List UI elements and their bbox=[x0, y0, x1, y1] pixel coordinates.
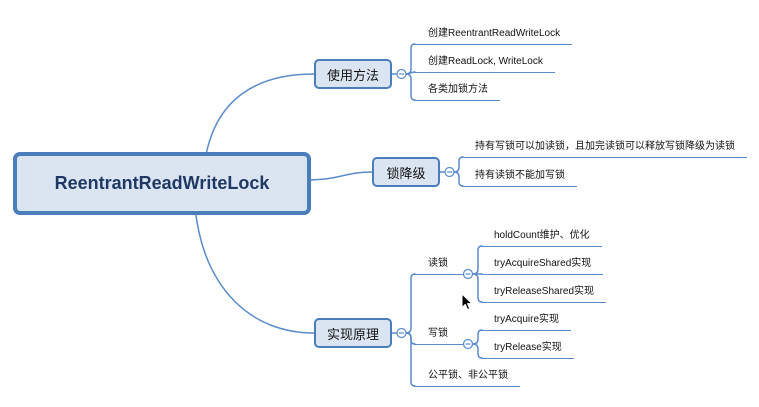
subtopic-write-lock[interactable]: 写锁 bbox=[414, 325, 463, 345]
subtopic-read-lock[interactable]: 读锁 bbox=[414, 255, 463, 275]
write-lock-collapse-icon[interactable] bbox=[462, 338, 474, 350]
usage-collapse-icon[interactable] bbox=[396, 68, 407, 80]
connector-read-lock-child bbox=[472, 273, 483, 303]
topic-implementation[interactable]: 实现原理 bbox=[314, 318, 392, 348]
connector-write-lock-child bbox=[472, 329, 483, 345]
subtopic-write-to-read-downgrade[interactable]: 持有写锁可以加读锁，且加完读锁可以释放写锁降级为读锁 bbox=[462, 138, 747, 158]
subtopic-holdcount[interactable]: holdCount维护、优化 bbox=[481, 227, 602, 247]
connector-downgrade-child bbox=[453, 156, 464, 173]
connector-impl-child bbox=[405, 273, 416, 334]
subtopic-lock-methods[interactable]: 各类加锁方法 bbox=[414, 81, 500, 101]
root-topic[interactable]: ReentrantReadWriteLock bbox=[13, 152, 311, 215]
subtopic-try-release[interactable]: tryRelease实现 bbox=[481, 339, 574, 359]
connector-root-to-downgrade bbox=[304, 171, 373, 181]
topic-lock-downgrade[interactable]: 锁降级 bbox=[372, 157, 440, 187]
connector-downgrade-child bbox=[453, 171, 464, 187]
subtopic-try-acquire-shared[interactable]: tryAcquireShared实现 bbox=[481, 255, 604, 275]
connector-impl-child bbox=[405, 332, 416, 387]
subtopic-fair-nonfair[interactable]: 公平锁、非公平锁 bbox=[414, 367, 520, 387]
mouse-pointer-icon bbox=[461, 293, 473, 311]
connector-usage-child bbox=[405, 73, 416, 101]
subtopic-create-read-write-lock[interactable]: 创建ReadLock, WriteLock bbox=[414, 53, 555, 73]
topic-usage[interactable]: 使用方法 bbox=[314, 59, 392, 89]
connector-root-to-implementation bbox=[194, 207, 315, 334]
implementation-collapse-icon[interactable] bbox=[396, 327, 407, 339]
connector-root-to-usage bbox=[204, 73, 315, 161]
connector-write-lock-child bbox=[472, 343, 483, 359]
subtopic-create-rrwlock[interactable]: 创建ReentrantReadWriteLock bbox=[414, 25, 573, 45]
read-lock-collapse-icon[interactable] bbox=[462, 268, 474, 280]
subtopic-try-acquire[interactable]: tryAcquire实现 bbox=[481, 311, 572, 331]
subtopic-try-release-shared[interactable]: tryReleaseShared实现 bbox=[481, 283, 607, 303]
downgrade-collapse-icon[interactable] bbox=[444, 166, 455, 178]
subtopic-no-read-to-write[interactable]: 持有读锁不能加写锁 bbox=[462, 167, 577, 187]
